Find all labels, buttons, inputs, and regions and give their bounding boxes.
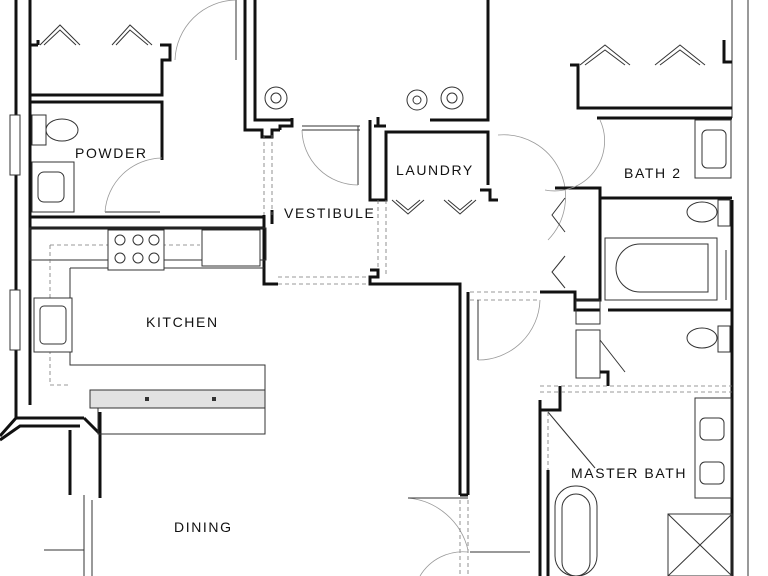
kitchen [29,226,267,435]
toilet-icon [686,325,731,353]
bathtub-icon [554,485,598,576]
toilet-icon [31,114,79,146]
laundry-room [370,134,566,241]
shrub-icon [264,86,464,111]
room-label-kitchen: KITCHEN [146,314,219,330]
dining-door [407,497,530,576]
room-label-vestibule: VESTIBULE [284,205,375,221]
bath-2 [544,40,732,302]
closet-top-left [30,24,172,97]
room-label-bath-2: BATH 2 [624,165,682,181]
room-label-dining: DINING [174,519,233,535]
toilet-icon [686,199,731,227]
stove-icon [107,229,165,271]
entry-planter [243,0,490,139]
sink-icon [694,119,732,179]
sink-icon [33,297,73,353]
hall-closet [538,290,732,412]
kitchen-island [89,389,266,409]
sink-icon [31,161,75,213]
vestibule-door [301,117,490,202]
door-top-center [174,0,237,61]
room-label-master-bath: MASTER BATH [571,465,687,481]
room-label-powder: POWDER [75,145,148,161]
bathtub-icon [604,237,718,301]
vestibule-walls [262,135,541,497]
left-windows [9,114,21,351]
room-label-laundry: LAUNDRY [396,162,474,178]
master-bath [538,397,733,576]
powder-room [30,100,265,219]
sink-icon [694,397,732,499]
